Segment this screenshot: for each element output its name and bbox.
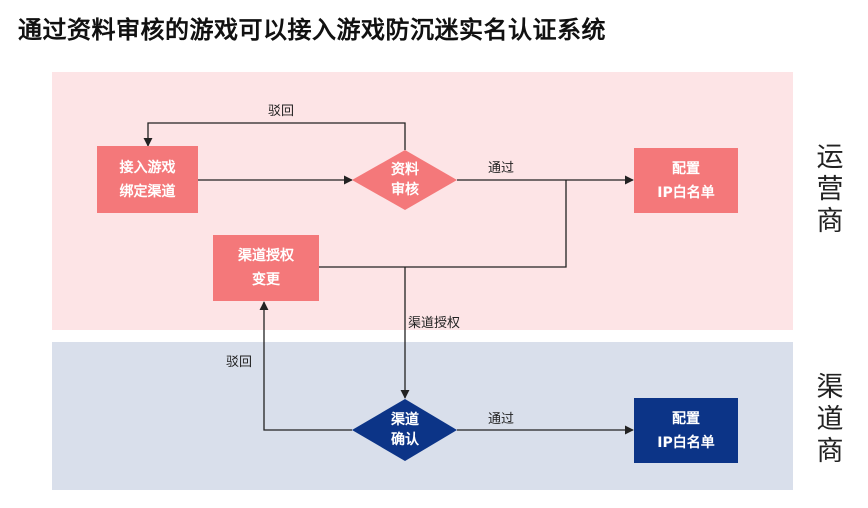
connect-game-node: 接入游戏 绑定渠道 bbox=[97, 146, 198, 213]
pass-top-label: 通过 bbox=[488, 161, 515, 176]
review-diamond bbox=[352, 150, 457, 210]
edge-confirm-reject bbox=[259, 301, 352, 431]
ip-whitelist-channel-node: 配置 IP白名单 bbox=[634, 398, 738, 463]
channel-lane-label: 渠道商 bbox=[816, 372, 844, 467]
operator-lane-label: 运营商 bbox=[816, 142, 844, 237]
channel-auth-change-node: 渠道授权 变更 bbox=[213, 235, 319, 301]
channel-confirm-node-label: 渠道 确认 bbox=[391, 412, 419, 448]
ip-whitelist-operator-node: 配置 IP白名单 bbox=[634, 148, 738, 213]
confirm-diamond bbox=[352, 399, 457, 461]
reject-bottom-label: 驳回 bbox=[226, 355, 253, 370]
edge-auth-change-merge bbox=[319, 180, 567, 268]
review-node-label: 资料 审核 bbox=[391, 162, 419, 198]
reject-top-label: 驳回 bbox=[268, 104, 295, 119]
page-title: 通过资料审核的游戏可以接入游戏防沉迷实名认证系统 bbox=[18, 16, 606, 44]
edge-review-reject bbox=[143, 122, 406, 150]
channel-auth-label: 渠道授权 bbox=[408, 316, 461, 331]
pass-bottom-label: 通过 bbox=[488, 412, 515, 427]
